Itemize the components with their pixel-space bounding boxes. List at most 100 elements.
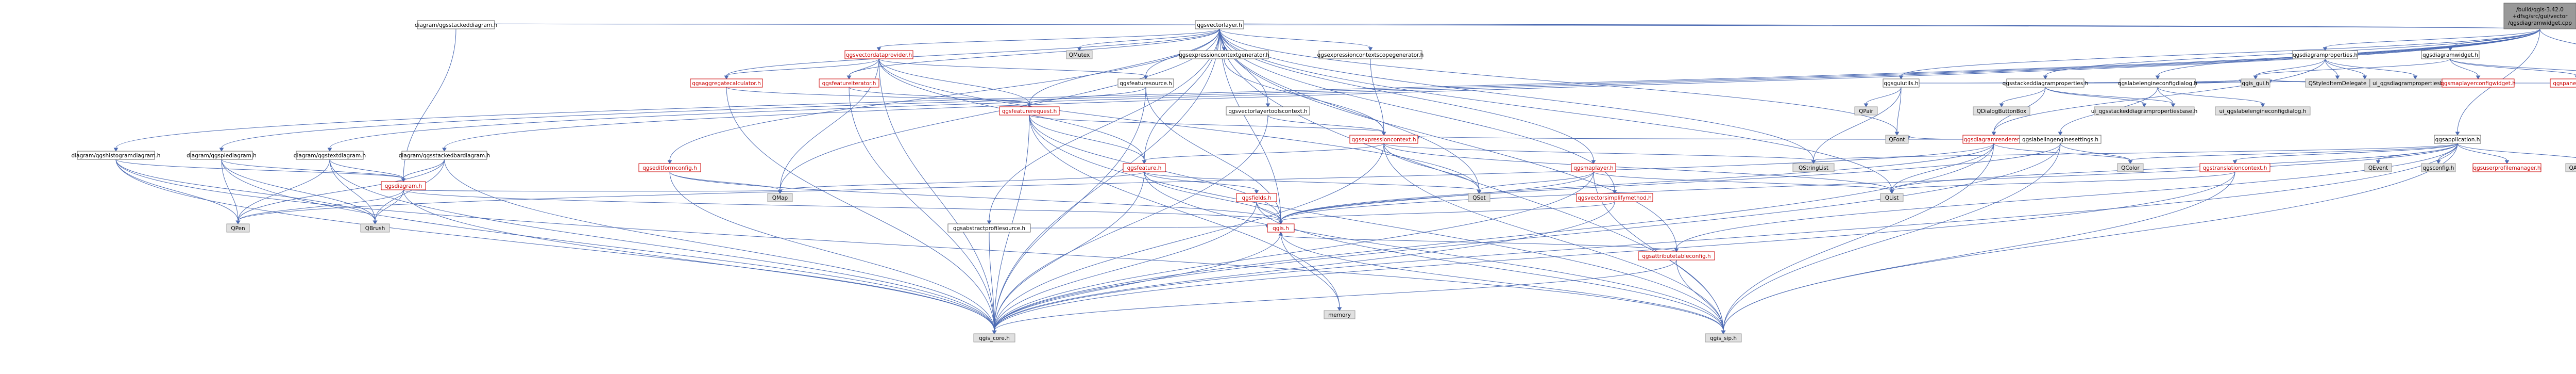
node-qpair[interactable]: QPair [1854, 106, 1878, 116]
node-stacked[interactable]: diagram/qgsstackeddiagram.h [415, 20, 497, 29]
node-ectxscope[interactable]: qgsexpressioncontextscopegenerator.h [1317, 50, 1424, 59]
node-label-line: qgslabelingenginesettings.h [2022, 137, 2098, 143]
node-box [1195, 20, 1244, 29]
node-box [296, 151, 364, 160]
node-qbrush[interactable]: QBrush [360, 223, 390, 233]
node-mutex[interactable]: QMutex [1066, 50, 1093, 59]
node-qdlgbtn[interactable]: QDialogButtonBox [1973, 106, 2030, 116]
edge-vectorlayer-to-qfont [1219, 28, 1900, 136]
edge-vectorlayer-to-absprof [987, 28, 1220, 224]
node-ectxgen[interactable]: qgsexpressioncontextgenerator.h [1179, 50, 1269, 59]
node-pie[interactable]: diagram/qgspiediagram.h [187, 151, 257, 160]
node-box [947, 223, 1031, 233]
node-maplayercfg[interactable]: qgsmaplayerconfigwidget.h [2441, 78, 2516, 88]
node-fields[interactable]: qgsfields.h [1236, 193, 1277, 202]
node-stackedbar[interactable]: diagram/qgsstackedbardiagram.h [399, 151, 490, 160]
node-config[interactable]: qgsconfig.h [2421, 163, 2456, 172]
node-hist[interactable]: diagram/qgshistogramdiagram.h [72, 151, 161, 160]
node-fiter[interactable]: qgsfeatureiterator.h [819, 78, 879, 88]
node-label-line: qgslabelengineconfigdialog.h [2118, 80, 2197, 87]
edge-ectx-to-qset [1383, 143, 1482, 194]
edge-vectorlayer-to-ectxscope [1219, 28, 1373, 51]
node-label: qgslabelingenginesettings.h [2022, 137, 2098, 143]
node-label: qgsguiutils.h [1884, 80, 1918, 87]
node-maplayer[interactable]: qgsmaplayer.h [1571, 163, 1616, 172]
node-label-line: /qgsdiagramwidget.cpp [2508, 20, 2572, 26]
node-diagwidget[interactable]: qgsdiagramwidget.h [2421, 50, 2480, 59]
node-diagrenderer[interactable]: qgsdiagramrenderer.h [1962, 135, 2025, 144]
node-label: qgsdiagramproperties.h [2293, 52, 2358, 58]
node-memory[interactable]: memory [1324, 310, 1355, 319]
node-label-line: QMutex [1069, 52, 1090, 58]
node-label: qgsuserprofilemanager.h [2473, 165, 2540, 171]
edge-text-to-diagram [329, 159, 406, 182]
node-qgis[interactable]: qgis.h [1267, 223, 1295, 233]
node-feature[interactable]: qgsfeature.h [1123, 163, 1166, 172]
node-labelsettings[interactable]: qgslabelingenginesettings.h [2019, 135, 2102, 144]
edge-translation-to-core [992, 171, 2235, 334]
node-label: qgis_gui.h [2242, 80, 2269, 87]
node-vltoolsctx[interactable]: qgsvectorlayertoolscontext.h [1226, 106, 1310, 116]
node-labelcfg[interactable]: qgslabelengineconfigdialog.h [2118, 78, 2197, 88]
node-sip[interactable]: qgis_sip.h [1705, 333, 1742, 343]
edge-diagwidget-to-ui_diagwidget [2450, 58, 2576, 71]
node-panelwidget[interactable]: qgspanelwidget.h [2550, 78, 2576, 88]
node-diagprops[interactable]: qgsdiagramproperties.h [2292, 50, 2358, 59]
node-box [1066, 50, 1093, 59]
node-ui_labelcfg[interactable]: ui_qgslabelengineconfigdialog.h [2215, 106, 2311, 116]
node-translation[interactable]: qgstranslationcontext.h [2199, 163, 2270, 172]
node-absprof[interactable]: qgsabstractprofilesource.h [947, 223, 1031, 233]
edge-app-to-qcolor [2128, 143, 2458, 164]
node-attrtable[interactable]: qgsattributetableconfig.h [1638, 251, 1715, 261]
node-label: QStyledItemDelegate [2309, 80, 2367, 87]
node-qpen[interactable]: QPen [226, 223, 250, 233]
node-vdataprov[interactable]: qgsvectordataprovider.h [844, 50, 913, 59]
node-label: qgis_core.h [979, 335, 1010, 342]
edge-diagprops-to-qstyled [2325, 58, 2340, 79]
node-text[interactable]: diagram/qgstextdiagram.h [294, 151, 366, 160]
node-box [77, 151, 155, 160]
node-stackedprops[interactable]: qgsstackeddiagramproperties.h [2003, 78, 2089, 88]
node-qevent[interactable]: QEvent [2364, 163, 2392, 172]
node-qapplication[interactable]: QApplication [2565, 163, 2576, 172]
node-ectx[interactable]: qgsexpressioncontext.h [1349, 135, 1418, 144]
node-label-line: qgsuserprofilemanager.h [2473, 165, 2540, 171]
node-guiutils[interactable]: qgsguiutils.h [1883, 78, 1920, 88]
node-gui[interactable]: qgis_gui.h [2241, 78, 2270, 88]
node-frequest[interactable]: qgsfeaturerequest.h [999, 106, 1060, 116]
node-box [1318, 50, 1422, 59]
edge-pie-to-diagram [221, 159, 406, 182]
edge-diagwidget-to-gui [2253, 58, 2451, 79]
node-root[interactable]: /build/qgis-3.42.0+dfsg/src/gui/vector/q… [2503, 3, 2576, 29]
node-vsimplify[interactable]: qgsvectorsimplifymethod.h [1576, 193, 1653, 202]
node-label-line: qgis.h [1273, 225, 1289, 232]
node-label-line: QBrush [365, 225, 385, 232]
node-editform[interactable]: qgseditformconfig.h [638, 163, 701, 172]
edge-vectorlayer-to-aggcalc [724, 28, 1220, 79]
node-aggcalc[interactable]: qgsaggregatecalculator.h [690, 78, 763, 88]
node-app[interactable]: qgsapplication.h [2434, 135, 2481, 144]
node-qstyled[interactable]: QStyledItemDelegate [2305, 78, 2370, 88]
edge-app-to-usermsg [2457, 143, 2510, 164]
node-label-line: /build/qgis-3.42.0 [2516, 7, 2564, 13]
node-qfont[interactable]: QFont [1885, 135, 1909, 144]
node-box [1571, 163, 1616, 172]
node-qcolor[interactable]: QColor [2117, 163, 2144, 172]
node-fsource[interactable]: qgsfeaturesource.h [1117, 78, 1174, 88]
node-qset[interactable]: QSet [1468, 193, 1490, 202]
node-label: qgsexpressioncontext.h [1351, 137, 1416, 143]
edge-guiutils-to-qfont [1894, 87, 1902, 136]
node-diagram[interactable]: qgsdiagram.h [381, 181, 426, 190]
node-qlist[interactable]: QList [1880, 193, 1904, 202]
node-ui_diagprops[interactable]: ui_qgsdiagrampropertiesbase.h [2369, 78, 2461, 88]
node-label: qgsdiagramwidget.h [2422, 52, 2478, 58]
node-core[interactable]: qgis_core.h [973, 333, 1015, 343]
node-label-line: diagram/qgshistogramdiagram.h [72, 153, 161, 159]
node-vectorlayer[interactable]: qgsvectorlayer.h [1195, 20, 1244, 29]
node-usermsg[interactable]: qgsuserprofilemanager.h [2472, 163, 2541, 172]
node-qstringlist[interactable]: QStringList [1792, 163, 1835, 172]
edge-pie-to-core [221, 159, 997, 334]
node-qmap[interactable]: QMap [767, 193, 793, 202]
node-label: QPair [1859, 108, 1873, 115]
node-ui_stacked[interactable]: ui_qgsstackeddiagrampropertiesbase.h [2091, 106, 2198, 116]
